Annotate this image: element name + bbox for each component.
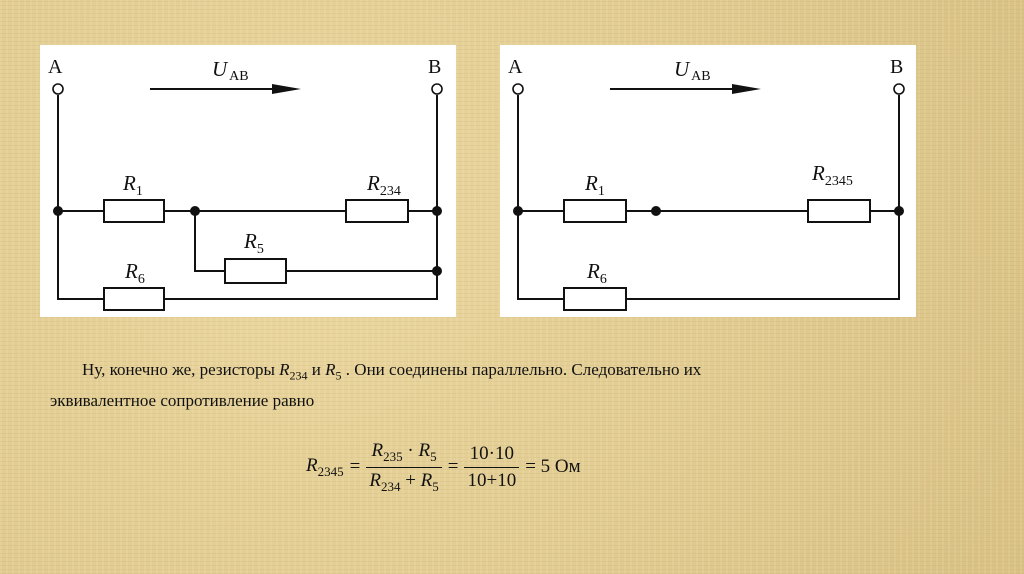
resistor-r6 [103, 287, 165, 311]
formula-result: = 5 Ом [525, 456, 581, 478]
junction-node [894, 206, 904, 216]
text-segment: и [307, 360, 326, 379]
resistor-r5 [224, 258, 287, 284]
r1-label: R1 [584, 171, 605, 199]
terminal-b [893, 83, 905, 95]
terminal-a [52, 83, 64, 95]
r1-label: R1 [122, 171, 143, 199]
resistor-r1 [563, 199, 627, 223]
explanation-text: Ну, конечно же, резисторы R234 и R5 . Он… [50, 357, 910, 414]
arrow-head-icon [272, 84, 301, 94]
node-b-label: B [890, 56, 903, 78]
junction-node [432, 206, 442, 216]
r-subscript: 5 [335, 368, 342, 383]
equals-sign: = [447, 456, 459, 478]
resistor-r1 [103, 199, 165, 223]
node-b-label: B [428, 56, 441, 78]
equivalent-resistance-formula: R2345 = R235 · R5 R234 + R5 = 10·10 10+1… [306, 440, 581, 495]
junction-node [513, 206, 523, 216]
r-symbol: R [279, 360, 290, 379]
resistor-r234 [345, 199, 409, 223]
formula-lhs: R2345 [306, 454, 344, 479]
terminal-a [512, 83, 524, 95]
resistor-r6 [563, 287, 627, 311]
node-a-label: A [508, 56, 523, 78]
r2345-label: R2345 [811, 161, 853, 189]
text-segment: . Они соединены параллельно. Следователь… [341, 360, 702, 379]
junction-node [651, 206, 661, 216]
arrow-head-icon [732, 84, 761, 94]
r-symbol: R [325, 360, 336, 379]
r-subscript: 234 [289, 368, 308, 383]
diagram-panel [500, 45, 916, 317]
junction-node [53, 206, 63, 216]
text-line: эквивалентное сопротивление равно [50, 391, 315, 411]
resistor-r2345 [807, 199, 871, 223]
junction-node [190, 206, 200, 216]
r234-label: R234 [366, 171, 401, 199]
fraction-numeric: 10·10 10+10 [464, 443, 520, 492]
r6-label: R6 [124, 259, 145, 287]
text-segment: Ну, конечно же, резисторы [82, 360, 280, 379]
wires [57, 95, 438, 300]
fraction-symbolic: R235 · R5 R234 + R5 [366, 440, 442, 495]
junction-node [432, 266, 442, 276]
wires [517, 95, 900, 300]
r5-label: R5 [243, 229, 264, 257]
terminal-b [431, 83, 443, 95]
node-a-label: A [48, 56, 63, 78]
r6-label: R6 [586, 259, 607, 287]
equals-sign: = [349, 456, 361, 478]
